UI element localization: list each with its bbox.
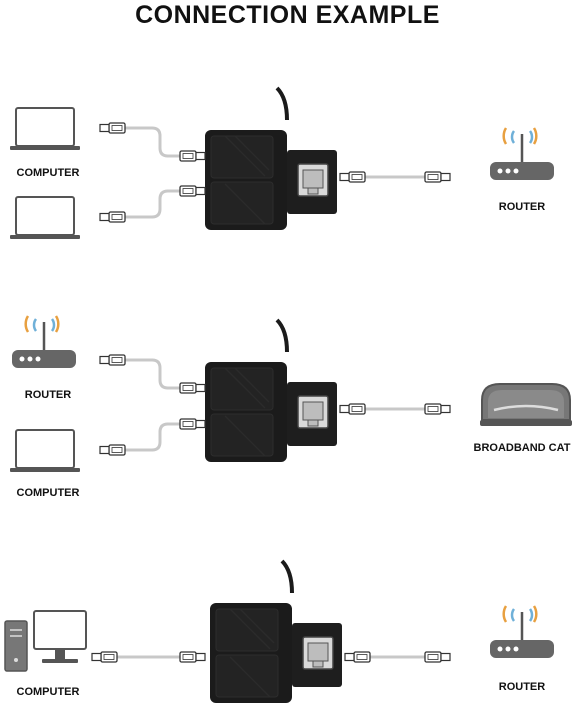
rj45-plug-icon — [424, 403, 451, 415]
rj45-plug-icon — [339, 403, 366, 415]
rj45-plug-icon — [339, 171, 366, 183]
router-icon — [488, 604, 556, 660]
rj45-plug-icon — [179, 382, 206, 394]
rj45-plug-icon — [179, 651, 206, 663]
desktop-computer-icon — [4, 610, 87, 672]
example-1: COMPUTER ROUTER — [9, 86, 556, 240]
rj45-plug-icon — [99, 444, 126, 456]
example-1-left-label-1: COMPUTER — [17, 167, 80, 179]
rj45-plug-icon — [344, 651, 371, 663]
router-icon — [10, 314, 78, 370]
rj45-plug-icon — [179, 418, 206, 430]
rj45-plug-icon — [179, 150, 206, 162]
rj45-plug-icon — [99, 122, 126, 134]
example-2-right-label: BROADBAND CAT — [474, 442, 571, 454]
example-3-left-label-1: COMPUTER — [17, 686, 80, 698]
ethernet-splitter-icon — [203, 86, 339, 232]
rj45-plug-icon — [424, 171, 451, 183]
ethernet-splitter-icon — [203, 318, 339, 464]
example-1-right-label: ROUTER — [499, 201, 546, 213]
ethernet-splitter-icon — [208, 559, 344, 705]
modem-icon — [480, 383, 572, 426]
page-title: CONNECTION EXAMPLE — [135, 1, 440, 29]
laptop-icon — [9, 107, 81, 151]
example-2-left-label-2: COMPUTER — [17, 487, 80, 499]
rj45-plug-icon — [99, 354, 126, 366]
rj45-plug-icon — [91, 651, 118, 663]
laptop-icon — [9, 196, 81, 240]
example-3-right-label: ROUTER — [499, 681, 546, 693]
example-2-left-label-1: ROUTER — [25, 389, 72, 401]
rj45-plug-icon — [424, 651, 451, 663]
router-icon — [488, 126, 556, 182]
example-3: COMPUTER ROUTER — [4, 559, 556, 705]
rj45-plug-icon — [99, 211, 126, 223]
laptop-icon — [9, 429, 81, 473]
example-2: ROUTER COMPUTER BROADBAND CAT — [9, 314, 572, 499]
rj45-plug-icon — [179, 185, 206, 197]
